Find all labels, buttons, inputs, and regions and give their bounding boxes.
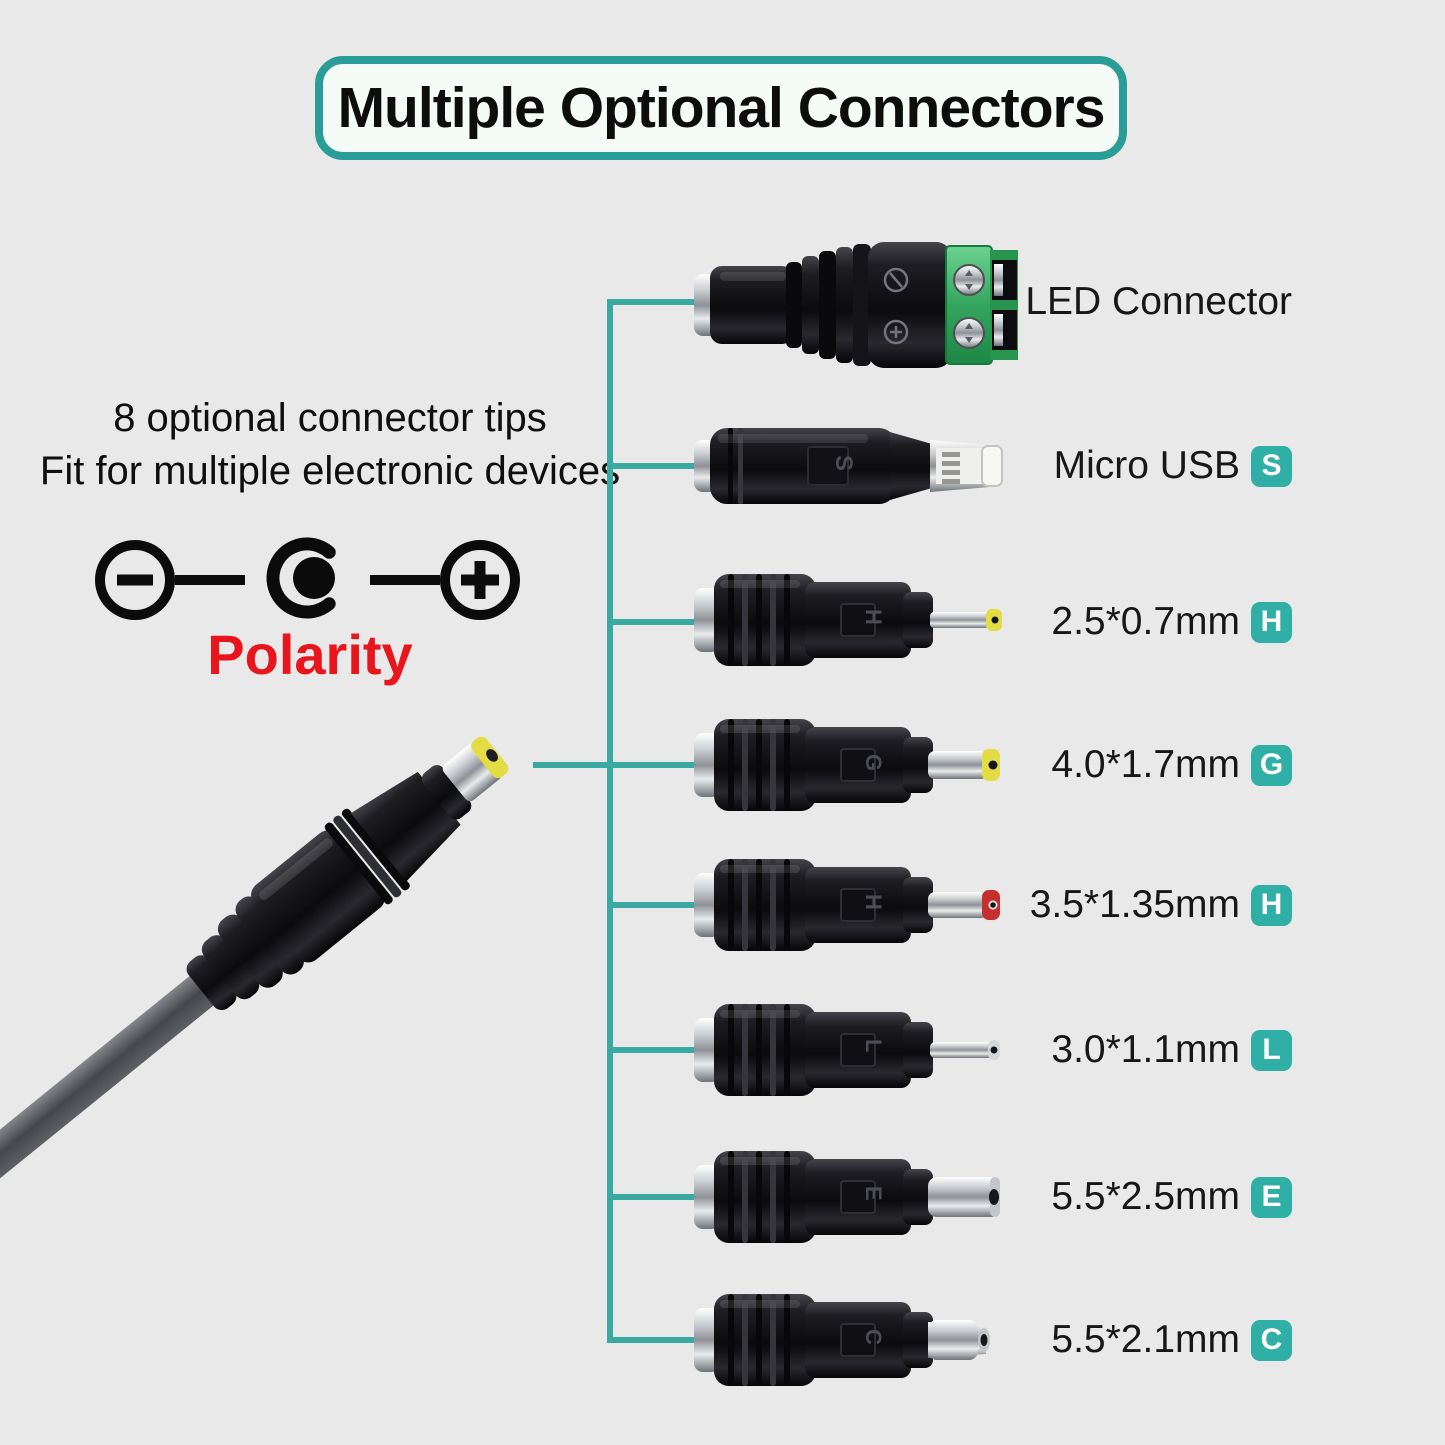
tree-branch-line-5: [607, 902, 699, 908]
connector-row-label: 4.0*1.7mm G: [980, 733, 1292, 797]
polarity-diagram-icon: [95, 537, 520, 620]
tree-trunk-line: [607, 302, 613, 1343]
connector-label: 5.5*2.5mm: [1051, 1175, 1240, 1218]
connector-row-label: 3.5*1.35mm H: [980, 873, 1292, 937]
connector-badge: G: [1251, 744, 1292, 786]
tree-branch-line-6: [607, 1047, 699, 1053]
adapter-body-marking: C: [861, 1329, 886, 1345]
adapter-body-marking: H: [861, 894, 886, 910]
connector-label: 5.5*2.1mm: [1051, 1318, 1240, 1361]
dc-adapter-photo-5-5-2-1: C: [694, 1294, 990, 1386]
tree-branch-line-2: [607, 463, 699, 469]
led-connector-photo: [694, 242, 1018, 368]
micro-usb-connector-photo: S: [694, 428, 1003, 504]
connector-label: 2.5*0.7mm: [1051, 600, 1240, 643]
connector-badge: L: [1251, 1029, 1292, 1071]
connector-badge: E: [1251, 1176, 1292, 1218]
connector-row-label: 2.5*0.7mm H: [980, 590, 1292, 654]
adapter-body-marking: L: [861, 1039, 886, 1052]
tree-branch-line-7: [607, 1194, 699, 1200]
connector-badge: H: [1251, 601, 1292, 643]
page-title: Multiple Optional Connectors: [337, 76, 1106, 140]
connector-label: LED Connector: [1025, 280, 1292, 323]
connector-row-label: LED Connector: [980, 270, 1292, 334]
tree-branch-line-8: [607, 1337, 699, 1343]
connector-label: 4.0*1.7mm: [1051, 743, 1240, 786]
tree-plug-branch-line: [533, 762, 613, 768]
connector-row-label: Micro USB S: [980, 434, 1292, 498]
intro-line-2: Fit for multiple electronic devices: [39, 449, 621, 493]
dc-adapter-photo-4-0: G: [694, 719, 1000, 811]
connector-label: 3.5*1.35mm: [1029, 883, 1240, 926]
dc-adapter-photo-5-5-2-5: E: [694, 1151, 1000, 1243]
tree-branch-line-3: [607, 619, 699, 625]
adapter-body-marking: H: [861, 609, 886, 625]
dc-adapter-photo-3-0: L: [694, 1004, 1000, 1096]
connector-label: Micro USB: [1053, 444, 1240, 487]
connector-badge: S: [1251, 445, 1292, 487]
connector-row-label: 5.5*2.1mm C: [980, 1308, 1292, 1372]
intro-text: 8 optional connector tips Fit for multip…: [20, 392, 640, 498]
tree-branch-line-1: [607, 299, 699, 305]
connector-row-label: 3.0*1.1mm L: [980, 1018, 1292, 1082]
intro-line-1: 8 optional connector tips: [113, 396, 547, 440]
dc-adapter-photo-3-5: H: [694, 859, 1000, 951]
micro-usb-body-marking: S: [830, 455, 857, 471]
adapter-body-marking: G: [861, 754, 886, 771]
connector-badge: C: [1251, 1319, 1292, 1361]
polarity-label: Polarity: [207, 623, 413, 686]
connector-badge: H: [1251, 884, 1292, 926]
adapter-body-marking: E: [861, 1186, 886, 1201]
dc-plug-cable-photo: [0, 736, 509, 1270]
connector-label: 3.0*1.1mm: [1051, 1028, 1240, 1071]
connector-row-label: 5.5*2.5mm E: [980, 1165, 1292, 1229]
title-banner: Multiple Optional Connectors: [315, 56, 1127, 160]
dc-adapter-photo-2-5: H: [694, 574, 1002, 666]
tree-branch-line-4: [607, 762, 699, 768]
